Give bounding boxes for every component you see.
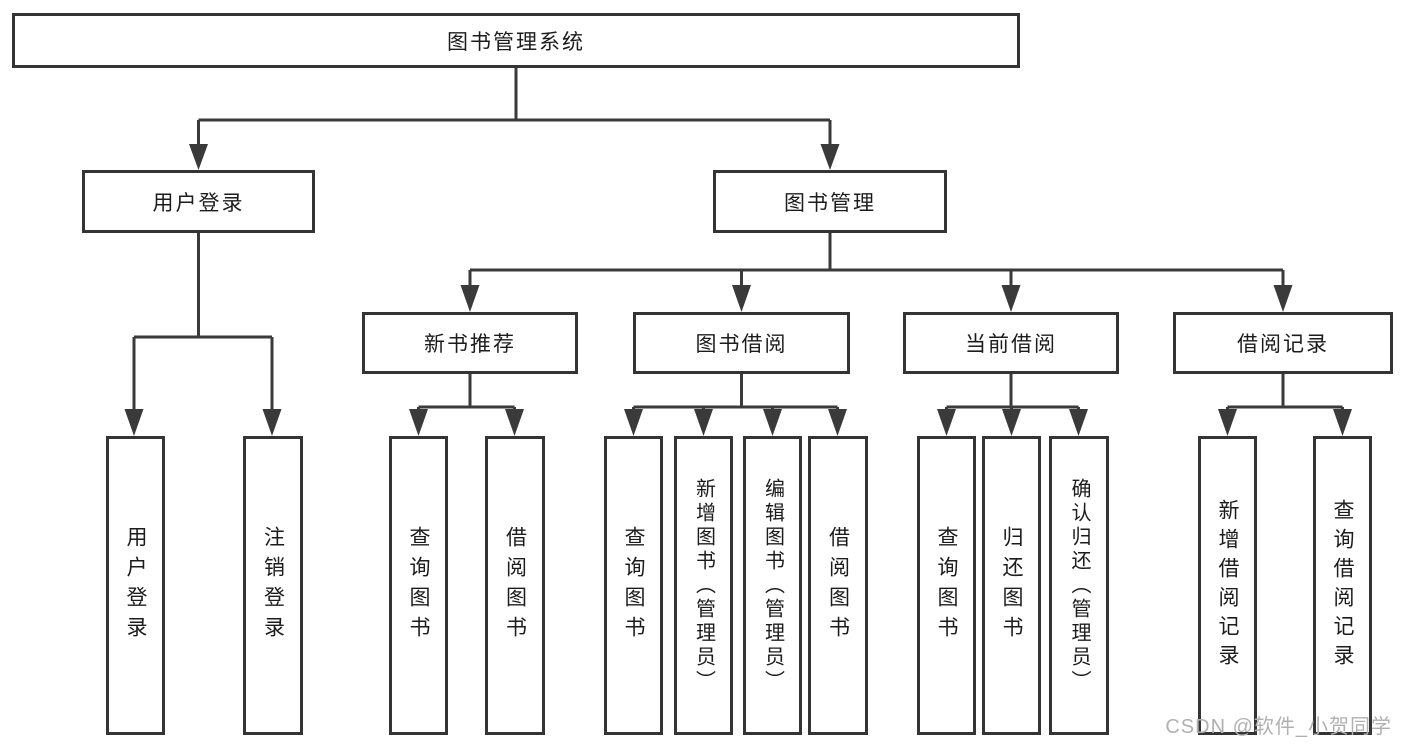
arrowhead-icon <box>124 409 144 436</box>
connector-book-management-to-level3 <box>460 233 1293 312</box>
node-query-books-2: 查询图书 <box>604 436 663 735</box>
arrowhead-icon <box>1273 285 1293 312</box>
arrowhead-icon <box>694 409 713 436</box>
node-user-login: 用户登录 <box>82 170 315 233</box>
arrowhead-icon <box>828 409 847 436</box>
connector-borrowing-records-to-children <box>1218 374 1352 436</box>
node-borrow-books-1: 借阅图书 <box>485 436 545 735</box>
arrowhead-icon <box>937 409 956 436</box>
arrowhead-icon <box>1001 285 1021 312</box>
arrowhead-icon <box>1218 409 1237 436</box>
node-label: 图书管理系统 <box>447 30 585 54</box>
arrowhead-icon <box>189 144 208 170</box>
node-label: 归还图书 <box>1000 525 1023 646</box>
node-query-books-1: 查询图书 <box>389 436 448 735</box>
node-add-borrow-record: 新增借阅记录 <box>1198 436 1257 735</box>
node-label: 图书借阅 <box>695 333 788 356</box>
connector-book-borrowing-to-children <box>624 374 847 436</box>
node-book-borrowing: 图书借阅 <box>633 312 850 374</box>
node-root: 图书管理系统 <box>12 13 1020 68</box>
arrowhead-icon <box>409 409 428 436</box>
node-label: 借阅图书 <box>503 525 527 646</box>
node-label: 图书管理 <box>784 191 876 215</box>
node-borrow-books-2: 借阅图书 <box>808 436 868 735</box>
arrowhead-icon <box>262 409 282 436</box>
arrowhead-icon <box>505 409 524 436</box>
node-query-books-3: 查询图书 <box>917 436 976 735</box>
node-label: 借阅图书 <box>826 525 850 646</box>
arrowhead-icon <box>732 285 751 312</box>
node-logout: 注销登录 <box>243 436 303 735</box>
arrowhead-icon <box>1333 409 1352 436</box>
node-book-management: 图书管理 <box>713 170 947 233</box>
node-label: 新增图书（管理员） <box>692 477 715 694</box>
node-user-login-leaf: 用户登录 <box>106 436 165 735</box>
arrowhead-icon <box>820 144 840 170</box>
node-label: 借阅记录 <box>1237 333 1329 356</box>
node-current-borrowing: 当前借阅 <box>903 312 1119 374</box>
node-label: 当前借阅 <box>965 333 1057 356</box>
connector-user-login-to-children <box>124 233 282 436</box>
node-new-book-recommendation: 新书推荐 <box>362 312 578 374</box>
node-label: 用户登录 <box>152 191 245 215</box>
node-label: 查询图书 <box>407 525 430 646</box>
arrowhead-icon <box>460 285 480 312</box>
arrowhead-icon <box>624 409 643 436</box>
node-label: 新书推荐 <box>424 333 516 356</box>
connector-new-book-recommendation-to-children <box>409 374 524 436</box>
node-borrowing-records: 借阅记录 <box>1173 312 1393 374</box>
node-label: 确认归还（管理员） <box>1068 477 1090 694</box>
node-return-books: 归还图书 <box>982 436 1041 735</box>
node-label: 用户登录 <box>124 525 147 646</box>
connector-current-borrowing-to-children <box>937 374 1088 436</box>
connector-root-to-level2 <box>189 68 840 170</box>
node-label: 注销登录 <box>261 525 285 646</box>
csdn-watermark: CSDN @软件_小贺同学 <box>1165 716 1392 738</box>
node-add-book-admin: 新增图书（管理员） <box>674 436 733 735</box>
node-label: 查询图书 <box>622 525 645 646</box>
node-label: 编辑图书（管理员） <box>761 477 784 694</box>
node-query-borrow-record: 查询借阅记录 <box>1313 436 1372 735</box>
node-label: 查询图书 <box>935 525 958 646</box>
arrowhead-icon <box>1002 409 1021 436</box>
node-edit-book-admin: 编辑图书（管理员） <box>743 436 802 735</box>
node-label: 查询借阅记录 <box>1331 498 1354 673</box>
arrowhead-icon <box>1069 409 1088 436</box>
node-confirm-return-admin: 确认归还（管理员） <box>1049 436 1109 735</box>
arrowhead-icon <box>763 409 782 436</box>
node-label: 新增借阅记录 <box>1216 498 1239 673</box>
